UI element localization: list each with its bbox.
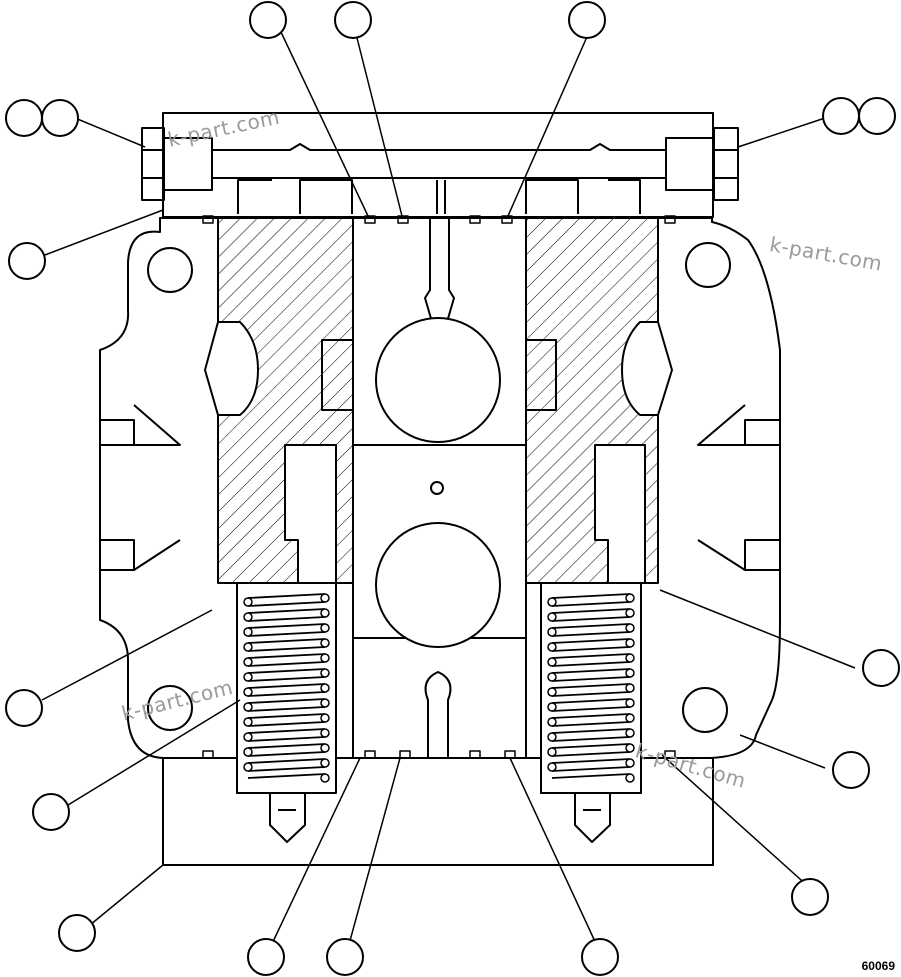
left-upper-port [100, 404, 181, 446]
callout-bubble [5, 99, 43, 137]
top-cover-internal-channel [212, 143, 665, 179]
left-lower-port [100, 539, 181, 571]
callout-bubble [858, 97, 896, 135]
top-cover-passage-left [237, 179, 353, 214]
callout-bubble [58, 914, 96, 952]
right-lower-port [697, 539, 780, 571]
callout-bubble [832, 751, 870, 789]
valve-housing-outline [99, 217, 781, 759]
top-cover-passage-right [525, 179, 641, 214]
right-bolt [665, 127, 739, 201]
callout-bubble [326, 938, 364, 976]
callout-bubble [249, 1, 287, 39]
figure-number: 60069 [861, 959, 895, 973]
top-cover-center-passage [436, 180, 446, 214]
center-top-orifice [424, 218, 455, 323]
bottom-cover-plate [162, 757, 714, 866]
center-body [321, 218, 557, 758]
right-spool-groove [621, 321, 673, 416]
callout-bubble [5, 689, 43, 727]
right-spring-seat [574, 793, 611, 843]
callout-bubble [8, 242, 46, 280]
left-spool-groove [204, 321, 259, 416]
left-upper-mounting-hole [147, 247, 193, 293]
callout-leader-lines [41, 29, 856, 949]
callout-bubble [862, 649, 900, 687]
left-spring [247, 593, 326, 779]
lower-check-ball [375, 522, 501, 648]
callout-bubble [32, 793, 70, 831]
callout-bubbles [5, 1, 900, 976]
center-pin-hole [430, 481, 444, 495]
right-spring [551, 593, 631, 779]
left-spring-seat [269, 793, 306, 843]
callout-bubble [822, 97, 860, 135]
callout-bubble [568, 1, 606, 39]
callout-bubble [334, 1, 372, 39]
right-upper-port [697, 404, 780, 446]
left-spring-coil-ends [243, 593, 330, 783]
right-lower-mounting-hole [682, 687, 728, 733]
right-upper-mounting-hole [685, 242, 731, 288]
o-ring-seals [202, 215, 676, 759]
callout-bubble [247, 938, 285, 976]
left-lower-mounting-hole [147, 685, 193, 731]
callout-bubble [41, 99, 79, 137]
center-bottom-orifice [424, 671, 452, 758]
upper-check-ball [375, 317, 501, 443]
left-bolt [141, 127, 213, 201]
callout-bubble [791, 878, 829, 916]
callout-bubble [581, 938, 619, 976]
right-spring-coil-ends [547, 593, 635, 783]
